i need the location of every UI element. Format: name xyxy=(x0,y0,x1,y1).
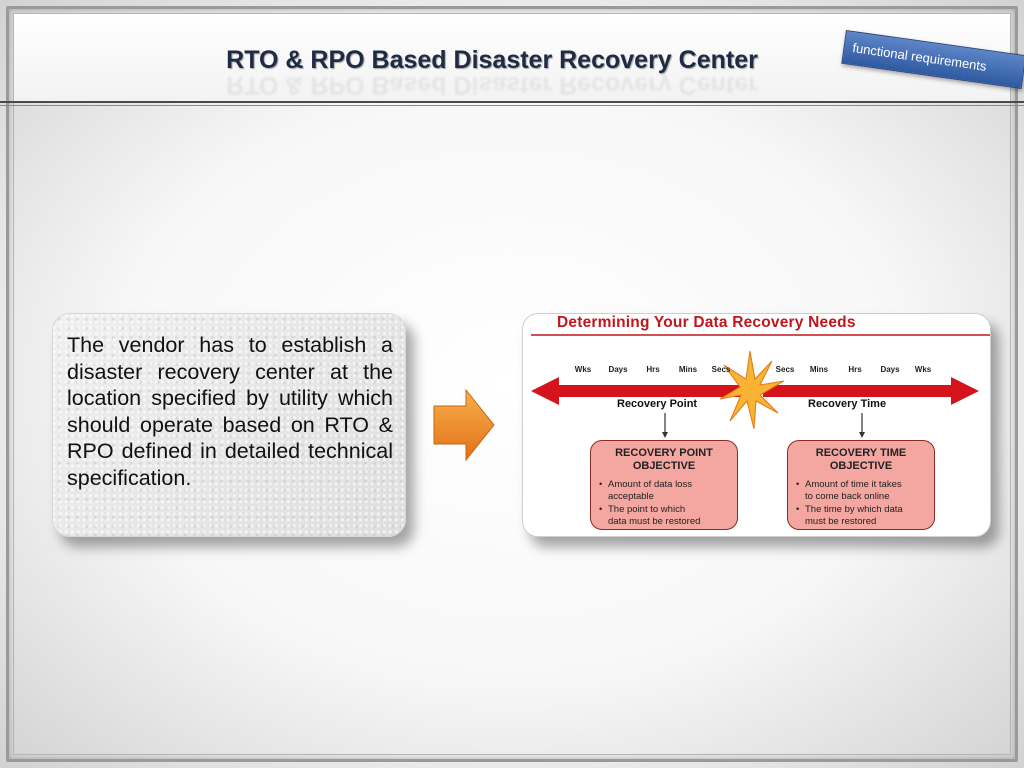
left-tick-label: Wks xyxy=(575,365,592,374)
rto-objective-box: RECOVERY TIME OBJECTIVE Amount of time i… xyxy=(787,440,935,530)
right-timeline-arrow xyxy=(763,377,979,405)
right-tick-labels: Secs Mins Hrs Days Wks xyxy=(776,365,932,374)
slide-title-reflection: RTO & RPO Based Disaster Recovery Center xyxy=(226,71,758,99)
rto-title: RECOVERY TIME OBJECTIVE xyxy=(815,447,907,472)
rpo-title: RECOVERY POINT OBJECTIVE xyxy=(615,447,713,472)
slide-title: RTO & RPO Based Disaster Recovery Center xyxy=(226,46,758,74)
right-tick-label: Mins xyxy=(810,365,829,374)
description-text: The vendor has to establish a disaster r… xyxy=(67,333,393,490)
rpo-objective-box: RECOVERY POINT OBJECTIVE Amount of data … xyxy=(590,440,738,530)
recovery-needs-figure: Determining Your Data Recovery Needs Wks… xyxy=(522,313,991,537)
recovery-timeline: Wks Days Hrs Mins Secs Secs Mins Hrs Days Wks Re… xyxy=(531,334,990,438)
description-textbox: The vendor has to establish a disaster r… xyxy=(52,313,406,537)
left-tick-label: Secs xyxy=(712,365,731,374)
rpo-bullet: Amount of data loss acceptable xyxy=(599,479,737,502)
figure-title: Determining Your Data Recovery Needs xyxy=(557,314,856,331)
right-tick-label: Secs xyxy=(776,365,795,374)
title-band: RTO & RPO Based Disaster Recovery Center… xyxy=(14,14,1010,102)
right-tick-label: Wks xyxy=(915,365,932,374)
title-divider-thin xyxy=(0,105,1024,106)
left-tick-label: Days xyxy=(608,365,628,374)
left-timeline-arrow xyxy=(531,377,745,405)
slide-frame xyxy=(6,6,1018,762)
right-arrow-icon xyxy=(433,388,495,462)
recovery-point-label: Recovery Point xyxy=(617,398,697,410)
slide-inner-frame xyxy=(13,13,1011,755)
right-tick-label: Hrs xyxy=(848,365,862,374)
left-tick-label: Mins xyxy=(679,365,698,374)
left-tick-labels: Wks Days Hrs Mins Secs xyxy=(575,365,731,374)
right-tick-label: Days xyxy=(880,365,900,374)
title-divider xyxy=(0,101,1024,103)
left-tick-label: Hrs xyxy=(646,365,660,374)
recovery-time-label: Recovery Time xyxy=(808,398,886,410)
rto-bullet: Amount of time it takes to come back onl… xyxy=(796,479,934,502)
rto-bullet: The time by which data must be restored xyxy=(796,504,934,527)
rpo-bullet: The point to which data must be restored xyxy=(599,504,737,527)
burst-icon xyxy=(719,350,785,430)
